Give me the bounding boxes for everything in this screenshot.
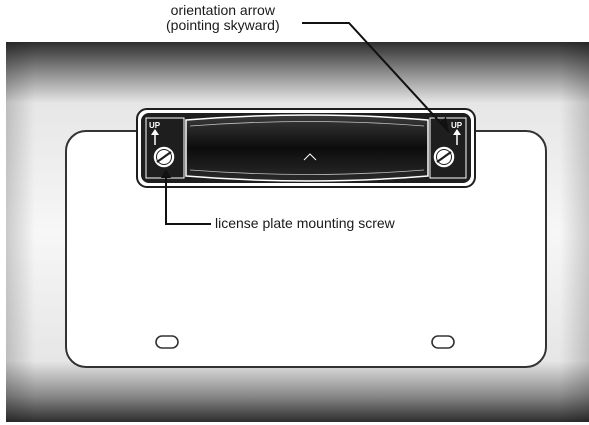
plate-slot-left bbox=[155, 335, 179, 349]
up-arrow-left-icon bbox=[151, 129, 159, 145]
up-arrow-right-icon bbox=[453, 129, 461, 145]
orientation-leader-line bbox=[302, 22, 450, 133]
screw-leader-line bbox=[161, 169, 211, 225]
mounting-screw-right-icon bbox=[432, 145, 456, 169]
up-marking-right: UP bbox=[451, 121, 463, 130]
camera-strip bbox=[185, 114, 429, 182]
mounting-screw-callout: license plate mounting screw bbox=[215, 215, 395, 231]
camera-bracket bbox=[136, 108, 476, 188]
plate-slot-right bbox=[431, 335, 455, 349]
mounting-screw-left-icon bbox=[152, 145, 176, 169]
up-marking-left: UP bbox=[149, 121, 161, 130]
orientation-arrow-callout: orientation arrow (pointing skyward) bbox=[166, 3, 280, 33]
orientation-callout-line2: (pointing skyward) bbox=[166, 17, 280, 33]
orientation-callout-line1: orientation arrow bbox=[170, 2, 275, 18]
